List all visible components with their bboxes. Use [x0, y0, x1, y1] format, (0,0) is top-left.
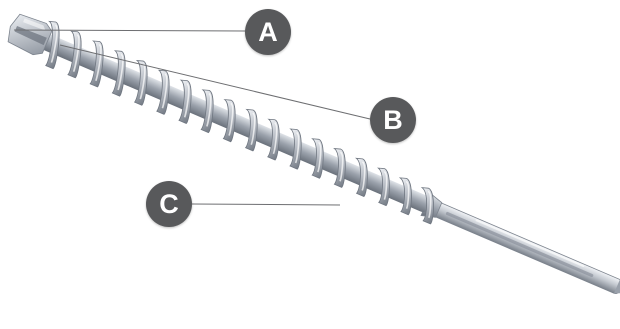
callout-badge-b: B: [370, 97, 416, 143]
flute-segment: [45, 20, 60, 70]
flute-segment: [111, 50, 126, 97]
flute-highlight: [72, 34, 80, 72]
flute-segment: [133, 60, 148, 106]
carbide-tip: [7, 13, 53, 56]
flute-segment: [156, 69, 170, 115]
flute-highlight: [161, 73, 168, 109]
drill-bit: [7, 13, 620, 295]
flute-highlight: [405, 180, 410, 209]
flute-highlight: [427, 190, 432, 219]
flute-highlight: [294, 131, 300, 164]
flute-highlight: [117, 53, 124, 91]
leader-line-b: [59, 44, 371, 120]
flute-highlight: [317, 141, 322, 173]
helical-flutes: [45, 20, 434, 225]
leader-line-a: [13, 29, 246, 32]
flute-segment: [67, 30, 82, 79]
flute-highlight: [339, 151, 344, 182]
flute-highlight: [206, 92, 212, 127]
leader-line-c: [191, 203, 341, 206]
flute-highlight: [95, 43, 102, 82]
leader-lines: [13, 29, 371, 206]
flute-highlight: [250, 112, 256, 146]
flute-highlight: [50, 24, 58, 63]
flute-highlight: [361, 161, 366, 191]
shank: [420, 192, 620, 295]
flute-highlight: [183, 83, 190, 118]
flute-highlight: [272, 122, 278, 155]
callout-badge-a: A: [245, 9, 291, 55]
flute-segment: [89, 40, 104, 88]
flute-highlight: [383, 171, 388, 200]
callout-badge-c: C: [146, 181, 192, 227]
flute-highlight: [228, 102, 234, 136]
